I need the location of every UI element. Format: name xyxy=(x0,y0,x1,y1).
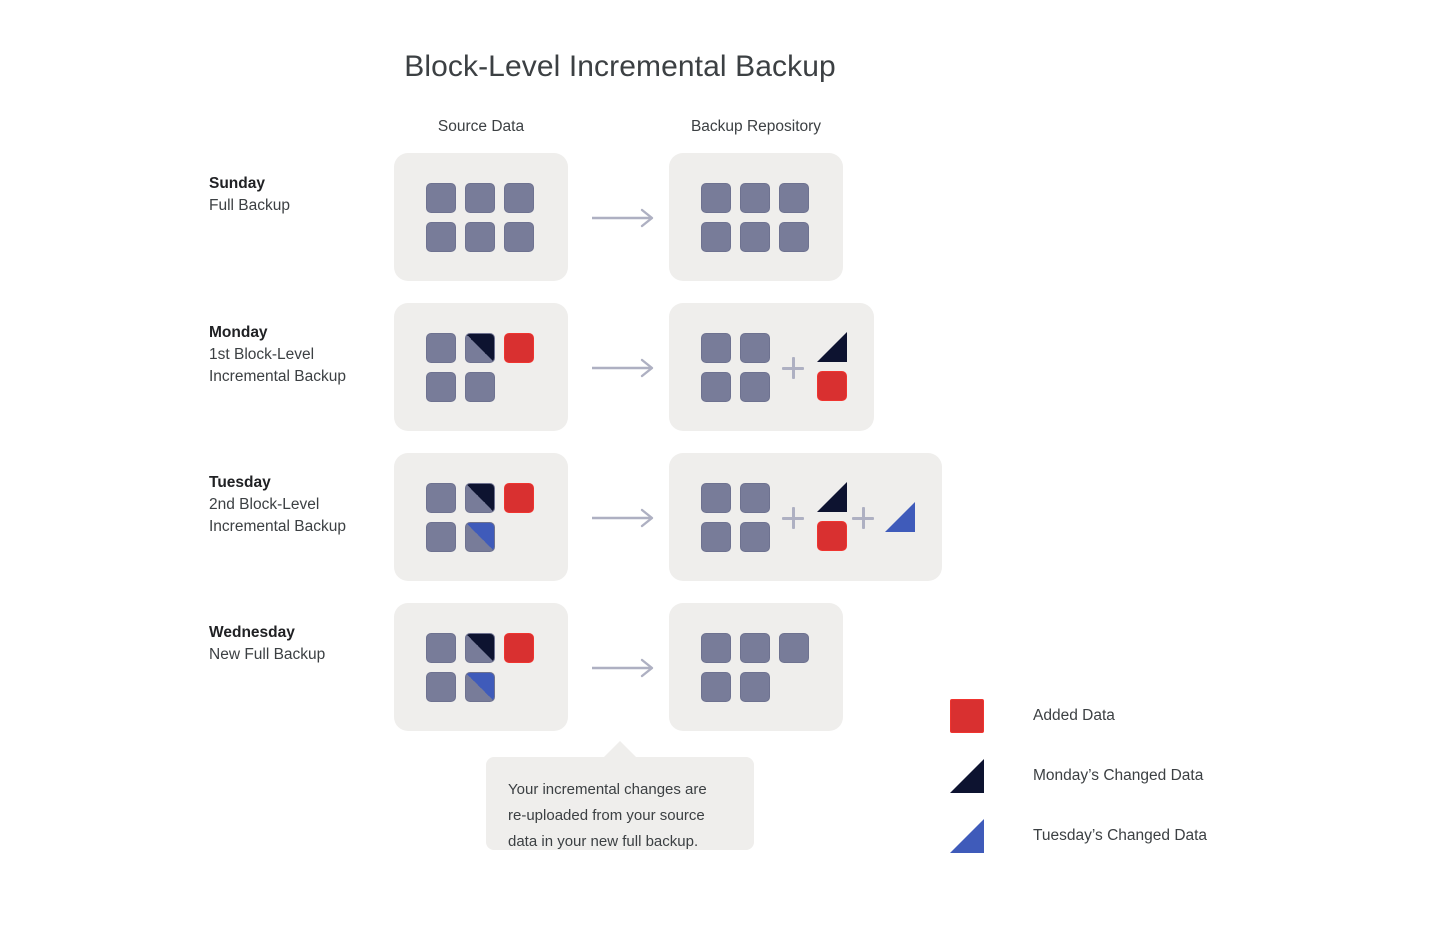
source-block xyxy=(426,372,456,402)
source-block xyxy=(465,372,495,402)
repository-block xyxy=(701,633,731,663)
repository-block xyxy=(779,633,809,663)
flow-arrow-sunday xyxy=(592,208,654,228)
tuesday-changed-triangle-icon xyxy=(950,819,984,853)
source-block xyxy=(426,672,456,702)
source-panel-wednesday xyxy=(394,603,568,731)
source-block xyxy=(426,522,456,552)
repository-block xyxy=(701,483,731,513)
monday-changed-triangle-icon xyxy=(950,759,984,793)
row-desc-wednesday: New Full Backup xyxy=(209,646,326,663)
callout-tooltip: Your incremental changes are re-uploaded… xyxy=(486,757,754,850)
repository-panel-monday xyxy=(669,303,874,431)
flow-arrow-wednesday xyxy=(592,658,654,678)
legend: Added Data Monday’s Changed Data Tuesday… xyxy=(950,698,1207,878)
row-label-monday: Monday 1st Block-Level Incremental Backu… xyxy=(209,322,399,388)
legend-item-tuesday-changed-data: Tuesday’s Changed Data xyxy=(950,818,1207,854)
plus-icon xyxy=(782,357,804,379)
monday-changed-overlay xyxy=(466,484,494,512)
repository-block xyxy=(701,522,731,552)
delta-monday-changed-triangle xyxy=(817,482,847,512)
column-header-source-data: Source Data xyxy=(437,118,525,135)
repository-block xyxy=(701,333,731,363)
legend-item-added-data: Added Data xyxy=(950,698,1207,734)
row-day-sunday: Sunday xyxy=(209,175,265,192)
source-block xyxy=(465,183,495,213)
repository-block xyxy=(740,333,770,363)
legend-label-tuesday-changed-data: Tuesday’s Changed Data xyxy=(1033,827,1208,844)
source-block-changed-tuesday xyxy=(465,522,495,552)
repository-block xyxy=(701,372,731,402)
row-desc-sunday: Full Backup xyxy=(209,197,290,214)
source-block-added xyxy=(504,483,534,513)
row-desc-monday: 1st Block-Level Incremental Backup xyxy=(209,346,346,385)
repository-block xyxy=(740,222,770,252)
repository-panel-tuesday xyxy=(669,453,942,581)
column-header-backup-repository: Backup Repository xyxy=(690,118,822,135)
repository-block xyxy=(701,183,731,213)
repository-block xyxy=(779,222,809,252)
legend-label-monday-changed-data: Monday’s Changed Data xyxy=(1033,767,1204,784)
repository-block xyxy=(740,672,770,702)
page-title: Block-Level Incremental Backup xyxy=(404,50,836,83)
callout-text: Your incremental changes are re-uploaded… xyxy=(508,781,707,850)
delta-added-square xyxy=(817,371,847,401)
source-block xyxy=(504,222,534,252)
source-block-changed-monday xyxy=(465,633,495,663)
source-panel-monday xyxy=(394,303,568,431)
delta-monday-changed-triangle xyxy=(817,332,847,362)
repository-panel-wednesday xyxy=(669,603,843,731)
source-block-added xyxy=(504,633,534,663)
source-block xyxy=(504,183,534,213)
row-day-monday: Monday xyxy=(209,324,268,341)
monday-changed-overlay xyxy=(466,334,494,362)
row-label-sunday: Sunday Full Backup xyxy=(209,173,399,217)
delta-added-square xyxy=(817,521,847,551)
source-block xyxy=(426,483,456,513)
monday-changed-overlay xyxy=(466,634,494,662)
source-panel-tuesday xyxy=(394,453,568,581)
flow-arrow-tuesday xyxy=(592,508,654,528)
source-block xyxy=(465,222,495,252)
callout-tail-icon xyxy=(603,741,637,758)
row-day-wednesday: Wednesday xyxy=(209,624,295,641)
delta-tuesday-changed-triangle xyxy=(885,502,915,532)
repository-block xyxy=(740,183,770,213)
source-block-changed-monday xyxy=(465,333,495,363)
tuesday-changed-overlay xyxy=(466,523,494,551)
plus-icon xyxy=(852,507,874,529)
source-block-changed-monday xyxy=(465,483,495,513)
source-panel-sunday xyxy=(394,153,568,281)
plus-icon xyxy=(782,507,804,529)
added-data-swatch-icon xyxy=(950,699,984,733)
repository-panel-sunday xyxy=(669,153,843,281)
legend-item-monday-changed-data: Monday’s Changed Data xyxy=(950,758,1207,794)
source-block xyxy=(426,183,456,213)
source-block-added xyxy=(504,333,534,363)
flow-arrow-monday xyxy=(592,358,654,378)
source-block xyxy=(426,222,456,252)
row-label-wednesday: Wednesday New Full Backup xyxy=(209,622,399,666)
row-label-tuesday: Tuesday 2nd Block-Level Incremental Back… xyxy=(209,472,399,538)
repository-block xyxy=(740,633,770,663)
tuesday-changed-overlay xyxy=(466,673,494,701)
repository-block xyxy=(701,222,731,252)
legend-label-added-data: Added Data xyxy=(1033,707,1115,724)
source-block xyxy=(426,633,456,663)
source-block xyxy=(426,333,456,363)
repository-block xyxy=(701,672,731,702)
repository-block xyxy=(779,183,809,213)
repository-block xyxy=(740,483,770,513)
row-day-tuesday: Tuesday xyxy=(209,474,271,491)
row-desc-tuesday: 2nd Block-Level Incremental Backup xyxy=(209,496,346,535)
source-block-changed-tuesday xyxy=(465,672,495,702)
repository-block xyxy=(740,522,770,552)
repository-block xyxy=(740,372,770,402)
